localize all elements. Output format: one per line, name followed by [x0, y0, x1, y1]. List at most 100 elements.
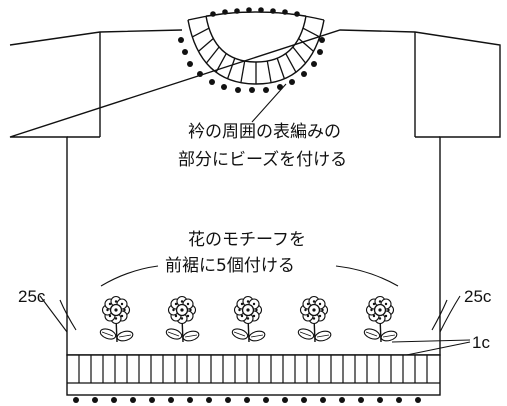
petal-dot	[252, 314, 256, 318]
measure-right-arrow	[431, 299, 448, 331]
flower-center-dot	[114, 308, 118, 312]
petal-dot	[246, 300, 250, 303]
petal-dot	[240, 314, 244, 318]
collar-beads	[178, 7, 325, 93]
collar-rib-line	[192, 27, 210, 38]
hem-bead	[358, 397, 364, 403]
petal-dot	[180, 317, 184, 320]
hem-bead	[187, 397, 193, 403]
petal-dot	[378, 317, 382, 320]
petal-dot	[372, 302, 376, 306]
hem-bead	[168, 397, 174, 403]
leaf-vein	[101, 331, 114, 337]
hem-bead	[301, 397, 307, 403]
collar-bead	[282, 9, 288, 15]
collar-rib-line	[298, 38, 314, 52]
petal-dot	[174, 314, 178, 318]
petal-dot	[120, 314, 124, 318]
flower-leader-left	[100, 265, 159, 287]
petal-dot	[106, 308, 109, 312]
hem-bead	[92, 397, 98, 403]
flower-center-dot	[180, 308, 184, 312]
hem-bead	[282, 397, 288, 403]
petal-dot	[189, 308, 192, 312]
collar-bead	[249, 87, 255, 93]
hem-bead	[73, 397, 79, 403]
measure-left-arrow	[59, 299, 77, 331]
hem-ribbing-band	[66, 354, 441, 396]
hem-bead	[339, 397, 345, 403]
hem-bead	[130, 397, 136, 403]
petal-dot	[378, 300, 382, 303]
measure-label-left: 25c	[18, 287, 46, 306]
collar-note-line1: 衿の周囲の表編みの	[188, 122, 341, 142]
collar-bead	[319, 37, 325, 43]
petal-dot	[306, 314, 310, 318]
collar-bead	[222, 9, 228, 15]
collar-rib-line	[205, 46, 220, 64]
collar-rib-line	[226, 58, 236, 79]
petal-dot	[372, 314, 376, 318]
hem-bead	[263, 397, 269, 403]
flower-center-dot	[246, 308, 250, 312]
collar-bead	[263, 87, 269, 93]
petal-dot	[318, 314, 322, 318]
petal-dot	[306, 302, 310, 306]
petal-dot	[123, 308, 126, 312]
leaf-vein	[365, 331, 378, 337]
collar-inner-edge	[205, 15, 307, 63]
measure-label-rib: 1c	[472, 333, 490, 352]
petal-dot	[120, 302, 124, 306]
collar-rib-line	[215, 53, 227, 73]
petal-dot	[108, 314, 112, 318]
flower-motif	[297, 295, 332, 343]
petal-dot	[304, 308, 307, 312]
leaf-vein	[382, 334, 396, 338]
measure-rib-leader-top	[391, 339, 471, 343]
collar-rib-line	[240, 60, 246, 83]
collar-bead	[209, 79, 215, 85]
hem-rib-lines	[67, 355, 440, 384]
hem-bead	[396, 397, 402, 403]
petal-dot	[246, 317, 250, 320]
leaf-vein	[118, 334, 132, 338]
flower-center-dot	[378, 308, 382, 312]
hem-bead	[377, 397, 383, 403]
collar-bead	[317, 49, 323, 55]
petal-dot	[255, 308, 258, 312]
flower-note-line1: 花のモチーフを	[188, 230, 306, 250]
petal-dot	[174, 302, 178, 306]
collar-note-line2: 部分にビーズを付ける	[178, 150, 348, 170]
collar-bead	[210, 11, 216, 17]
collar-rib-line	[292, 46, 307, 64]
flower-center-dot	[312, 308, 316, 312]
leaf-vein	[316, 334, 330, 338]
collar-bead	[234, 8, 240, 14]
leaf-vein	[184, 334, 198, 338]
leaf-vein	[167, 331, 180, 337]
hem-bead	[149, 397, 155, 403]
hem-bead	[415, 397, 421, 403]
hem-bead	[225, 397, 231, 403]
leaf-vein	[233, 331, 246, 337]
petal-dot	[172, 308, 175, 312]
collar-leader-line	[251, 83, 287, 123]
collar-bead	[187, 61, 193, 67]
collar-bead	[289, 79, 295, 85]
collar-rib-lines	[192, 27, 320, 84]
petal-dot	[180, 300, 184, 303]
petal-dot	[186, 314, 190, 318]
collar-bead	[301, 71, 307, 77]
flower-motif	[363, 295, 398, 343]
flower-motifs	[99, 295, 398, 343]
flower-motif	[231, 295, 266, 343]
collar-bead	[246, 7, 252, 13]
petal-dot	[384, 302, 388, 306]
collar-back-edge	[187, 11, 325, 21]
hem-beads	[73, 397, 421, 403]
flower-motif	[165, 295, 200, 343]
leaf-vein	[299, 331, 312, 337]
petal-dot	[370, 308, 373, 312]
